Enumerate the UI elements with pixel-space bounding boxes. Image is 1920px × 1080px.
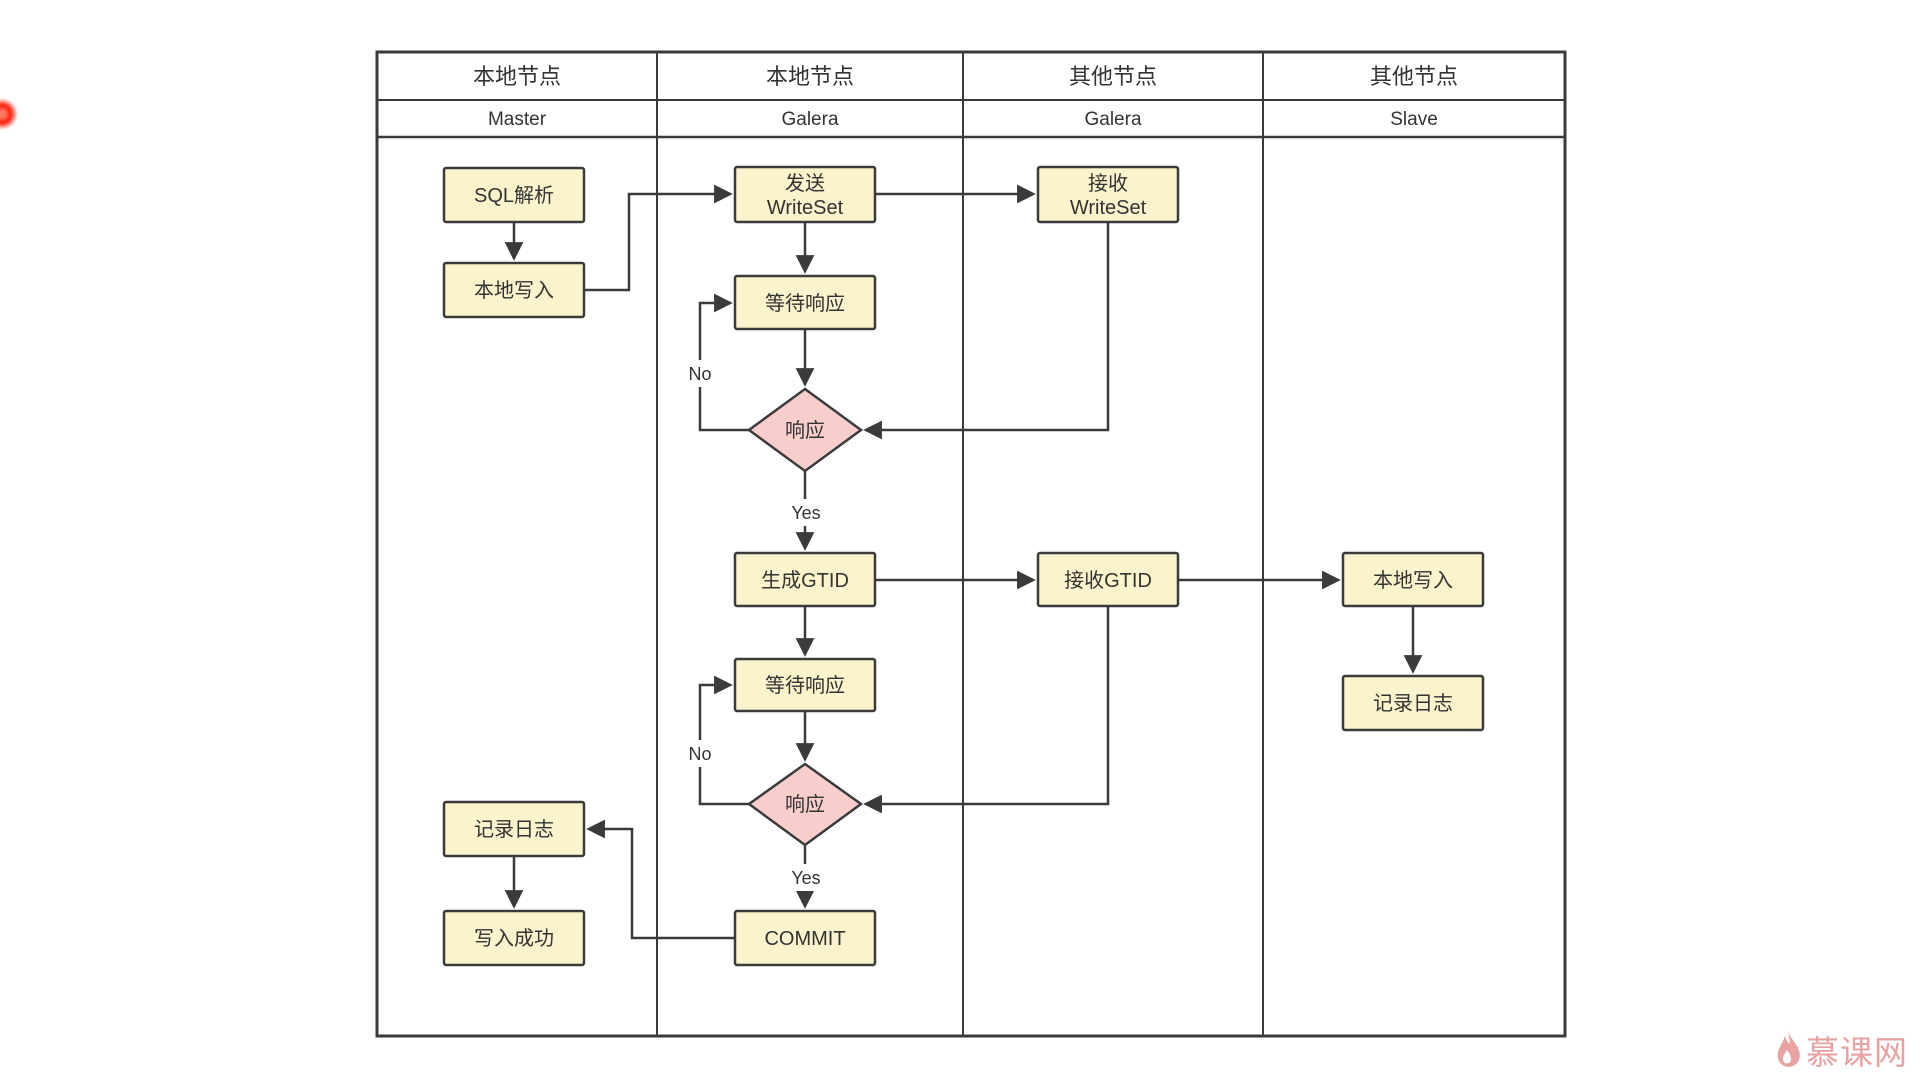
decision-diamond xyxy=(746,387,864,473)
lane-title: 本地节点 xyxy=(766,64,854,89)
edge-label-no-2: No xyxy=(680,740,720,767)
node-local-write-slave: 本地写入 xyxy=(1341,551,1485,608)
node-recv-gtid: 接收GTID xyxy=(1036,551,1180,608)
node-log-slave: 记录日志 xyxy=(1341,674,1485,732)
edge-label-yes-1: Yes xyxy=(782,499,830,526)
node-local-write-master: 本地写入 xyxy=(442,261,586,319)
node-label: 本地写入 xyxy=(474,279,554,302)
node-wait-response-2: 等待响应 xyxy=(733,657,877,713)
edge-commit-to-logmaster xyxy=(586,819,735,940)
flow-edges xyxy=(504,184,1423,940)
label-text: No xyxy=(688,744,711,764)
node-label: 接收GTID xyxy=(1064,569,1152,592)
label-bg xyxy=(680,740,720,767)
label-bg xyxy=(782,499,830,526)
node-write-success: 写入成功 xyxy=(442,909,586,967)
watermark-text: 慕课网 xyxy=(1806,1034,1908,1071)
edge-label-no-1: No xyxy=(680,360,720,387)
flow-nodes: SQL解析 本地写入 发送 WriteSet 接收 WriteSet 等待响应 xyxy=(442,165,1485,967)
lane-title: 本地节点 xyxy=(473,64,561,89)
node-box xyxy=(733,909,877,967)
flame-icon xyxy=(1777,1030,1800,1067)
node-response-1-decision: 响应 xyxy=(746,387,864,473)
label-text: Yes xyxy=(791,503,820,523)
node-label: 接收 xyxy=(1088,172,1128,195)
lane-subtitle: Master xyxy=(488,109,547,130)
label-bg xyxy=(782,864,830,891)
edge-label-yes-2: Yes xyxy=(782,864,830,891)
node-label: 生成GTID xyxy=(761,569,849,592)
node-box xyxy=(1036,165,1180,224)
node-box xyxy=(442,261,586,319)
node-label: 记录日志 xyxy=(474,818,554,841)
node-label: COMMIT xyxy=(764,928,845,950)
node-box xyxy=(442,166,586,224)
node-box xyxy=(1341,674,1485,732)
laser-pointer-dot xyxy=(0,99,17,129)
label-bg xyxy=(680,360,720,387)
node-label: 本地写入 xyxy=(1373,569,1453,592)
lane-headers: 本地节点 本地节点 其他节点 其他节点 Master Galera Galera… xyxy=(473,64,1458,130)
node-gen-gtid: 生成GTID xyxy=(733,551,877,608)
node-label: 响应 xyxy=(785,793,825,816)
lane-title: 其他节点 xyxy=(1069,64,1157,89)
node-log-master: 记录日志 xyxy=(442,800,586,858)
lane-title: 其他节点 xyxy=(1370,64,1458,89)
node-box xyxy=(1036,551,1180,608)
label-text: No xyxy=(688,364,711,384)
edge-localwrite-to-sendwriteset xyxy=(584,184,733,292)
node-box xyxy=(733,551,877,608)
imooc-watermark: 慕课网 xyxy=(1773,1026,1908,1074)
node-label: 记录日志 xyxy=(1373,692,1453,715)
node-label: 写入成功 xyxy=(474,927,554,950)
lane-subtitle: Galera xyxy=(1084,109,1141,130)
node-recv-writeset: 接收 WriteSet xyxy=(1036,165,1180,224)
edge-recvgtid-to-response2 xyxy=(863,606,1110,814)
node-label: 发送 xyxy=(785,172,825,195)
node-wait-response-1: 等待响应 xyxy=(733,274,877,331)
node-label: 等待响应 xyxy=(765,674,845,697)
edge-recvwriteset-to-response1 xyxy=(863,222,1110,440)
node-label: WriteSet xyxy=(1070,197,1147,219)
node-box xyxy=(442,909,586,967)
node-label: SQL解析 xyxy=(474,184,554,207)
node-box xyxy=(733,165,877,224)
node-label: 响应 xyxy=(785,419,825,442)
node-label: WriteSet xyxy=(767,197,844,219)
node-box xyxy=(733,657,877,713)
swimlane-table xyxy=(375,50,1567,1038)
lane-subtitle: Galera xyxy=(781,109,838,130)
node-label: 等待响应 xyxy=(765,292,845,315)
node-commit: COMMIT xyxy=(733,909,877,967)
node-box xyxy=(442,800,586,858)
node-box xyxy=(733,274,877,331)
label-text: Yes xyxy=(791,868,820,888)
node-response-2-decision: 响应 xyxy=(746,762,864,847)
node-box xyxy=(1341,551,1485,608)
table-outer-border xyxy=(375,50,1567,1038)
decision-diamond xyxy=(746,762,864,847)
edge-labels: No Yes No Yes xyxy=(680,360,830,891)
lane-subtitle: Slave xyxy=(1390,109,1438,130)
node-sql-parse: SQL解析 xyxy=(442,166,586,224)
node-send-writeset: 发送 WriteSet xyxy=(733,165,877,224)
